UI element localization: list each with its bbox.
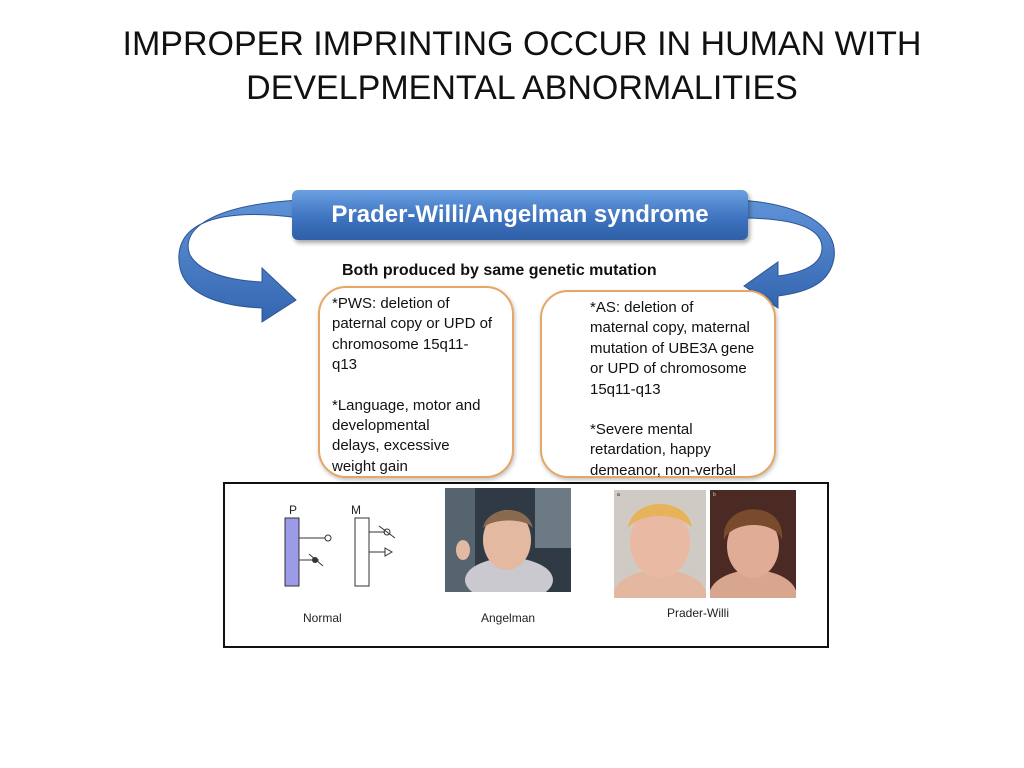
prader-willi-photo-b: b xyxy=(710,490,796,598)
caption-normal: Normal xyxy=(303,611,342,625)
maternal-label: M xyxy=(351,503,361,517)
slide-title: IMPROPER IMPRINTING OCCUR IN HUMAN WITH … xyxy=(60,22,984,110)
pws-line: *PWS: deletion of xyxy=(332,295,450,312)
maternal-expressed-mark xyxy=(384,547,394,557)
as-line: 15q11-q13 xyxy=(590,380,661,398)
as-line: demeanor, non-verbal xyxy=(590,461,736,479)
as-line: *AS: deletion of xyxy=(590,299,694,316)
pws-line: developmental xyxy=(332,417,430,435)
title-line-1: IMPROPER IMPRINTING OCCUR IN HUMAN WITH xyxy=(122,25,922,63)
pws-line: q13 xyxy=(332,356,358,374)
pws-line: paternal copy or UPD of xyxy=(332,315,493,333)
shared-mutation-heading: Both produced by same genetic mutation xyxy=(342,262,657,279)
chromosome-diagram: P M xyxy=(284,503,396,587)
as-line: mutation of UBE3A gene xyxy=(590,339,755,357)
as-line: maternal copy, maternal xyxy=(590,319,750,337)
syndrome-banner: Prader-Willi/Angelman syndrome xyxy=(292,190,748,240)
pws-line: weight gain xyxy=(332,457,408,475)
as-info-box: *AS: deletion of maternal copy, maternal… xyxy=(540,290,776,479)
pws-line: chromosome 15q11- xyxy=(332,335,469,353)
paternal-label: P xyxy=(289,503,297,517)
comparison-figure-panel: P M Normal Angelman xyxy=(223,482,829,648)
as-line: *Severe mental xyxy=(590,421,693,439)
caption-prader-willi: Prader-Willi xyxy=(667,606,730,620)
title-line-2: DEVELPMENTAL ABNORMALITIES xyxy=(246,69,798,107)
as-line: retardation, happy xyxy=(590,441,711,459)
as-line: or UPD of chromosome xyxy=(590,360,747,378)
maternal-chromosome xyxy=(354,517,370,587)
paternal-chromosome xyxy=(284,517,300,587)
prader-willi-photo-a: a xyxy=(614,490,706,598)
pws-line: *Language, motor and xyxy=(332,396,481,414)
caption-angelman: Angelman xyxy=(481,611,536,625)
angelman-photo xyxy=(445,488,571,592)
photo-label-b: b xyxy=(713,492,716,498)
left-curved-arrow xyxy=(178,199,301,323)
pws-line: delays, excessive xyxy=(332,437,450,455)
photo-label-a: a xyxy=(617,492,620,498)
pws-info-box: *PWS: deletion of paternal copy or UPD o… xyxy=(318,286,514,478)
